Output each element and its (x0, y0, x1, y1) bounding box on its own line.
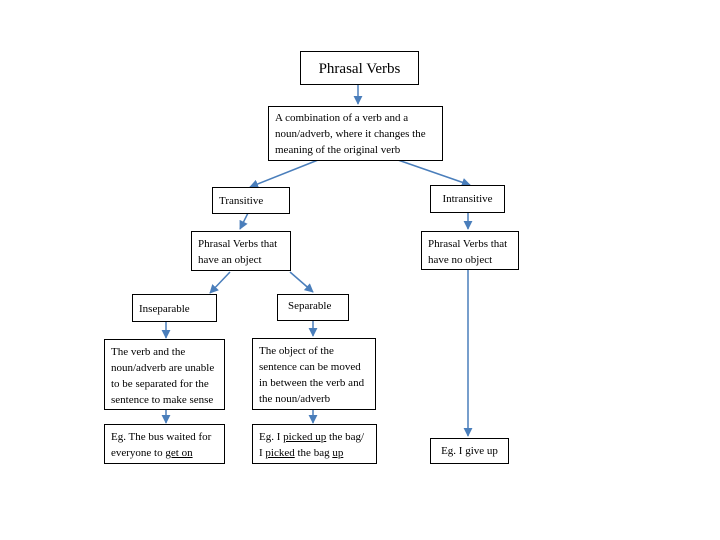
inseparable-label: Inseparable (139, 303, 190, 315)
title-box: Phrasal Verbs (300, 51, 419, 85)
has-object-text: Phrasal Verbs that have an object (198, 238, 278, 266)
separable-example-verb2: picked (265, 447, 295, 459)
separable-example-box: Eg. I picked up the bag/ I picked the ba… (252, 424, 377, 464)
diagram-title: Phrasal Verbs (318, 61, 401, 77)
arrow-transitive-to-object (239, 212, 249, 230)
inseparable-example-verb: get on (165, 447, 193, 459)
inseparable-example-prefix: Eg. The bus waited for everyone to (111, 431, 212, 459)
inseparable-box: Inseparable (132, 294, 217, 322)
arrow-object-to-inseparable (209, 271, 231, 294)
separable-example-part2: the bag/ I (259, 431, 365, 459)
no-object-text: Phrasal Verbs that have no object (428, 238, 508, 266)
definition-text: A combination of a verb and a noun/adver… (275, 112, 426, 156)
has-object-box: Phrasal Verbs that have an object (191, 231, 291, 271)
separable-description-box: The object of the sentence can be moved … (252, 338, 376, 410)
transitive-label: Transitive (219, 195, 264, 207)
intransitive-example: Eg. I give up (441, 445, 498, 457)
intransitive-box: Intransitive (430, 185, 505, 213)
separable-box: Separable (277, 294, 349, 321)
inseparable-description: The verb and the noun/adverb are unable … (111, 346, 215, 406)
intransitive-example-box: Eg. I give up (430, 438, 509, 464)
separable-label: Separable (288, 300, 332, 312)
separable-description: The object of the sentence can be moved … (259, 345, 365, 405)
inseparable-example-box: Eg. The bus waited for everyone to get o… (104, 424, 225, 464)
definition-box: A combination of a verb and a noun/adver… (268, 106, 443, 161)
separable-example-verb1: picked up (283, 431, 327, 443)
intransitive-label: Intransitive (442, 193, 493, 205)
no-object-box: Phrasal Verbs that have no object (421, 231, 519, 270)
arrow-definition-to-intransitive (397, 159, 471, 187)
separable-example-verb3: up (332, 447, 344, 459)
separable-example-part3: the bag (294, 447, 333, 459)
arrow-definition-to-transitive (249, 159, 319, 189)
transitive-box: Transitive (212, 187, 290, 214)
inseparable-description-box: The verb and the noun/adverb are unable … (104, 339, 225, 410)
separable-example-part1: Eg. I (259, 431, 284, 443)
arrow-object-to-separable (289, 271, 314, 293)
